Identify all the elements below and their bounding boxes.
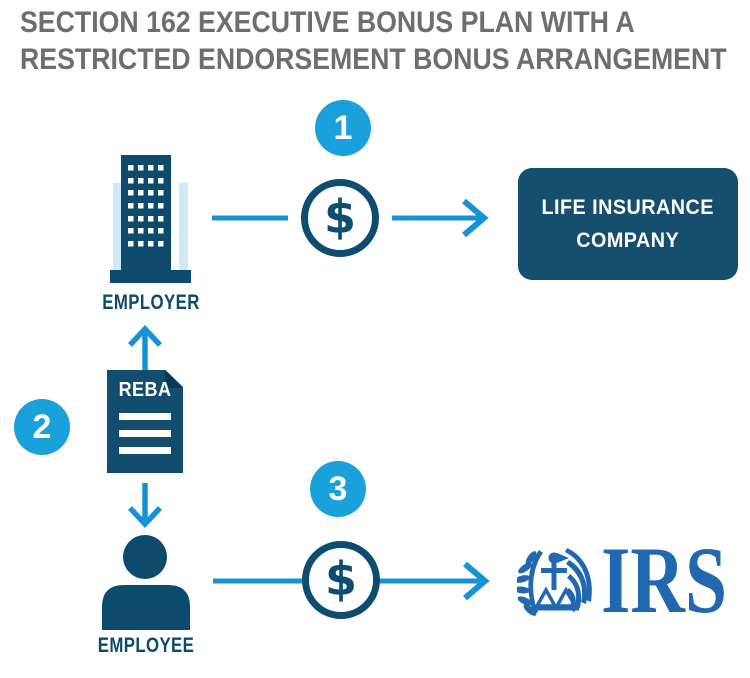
- money-tile: $: [288, 166, 392, 270]
- employer-label: EMPLOYER: [102, 291, 200, 314]
- irs-wordmark: IRS: [601, 549, 727, 615]
- building-windows: [128, 165, 164, 247]
- li-label-line-2: COMPANY: [576, 228, 680, 252]
- dollar-sign-3: $: [324, 551, 357, 606]
- step-1-number: 1: [333, 108, 353, 147]
- title-line-1: SECTION 162 EXECUTIVE BONUS PLAN WITH A: [20, 6, 635, 39]
- office-building-icon: [110, 155, 191, 283]
- dollar-sign-1: $: [323, 189, 356, 244]
- dollar-circle-icon-3: $: [302, 541, 380, 619]
- reba-label: REBA: [118, 379, 172, 401]
- employee-label: EMPLOYEE: [97, 634, 195, 657]
- reba-document-icon: REBA: [107, 370, 183, 473]
- step-3-badge: 3: [310, 461, 366, 517]
- document-text-line: [119, 430, 171, 437]
- step-3-number: 3: [328, 469, 348, 508]
- dollar-circle-icon-1: $: [301, 179, 379, 257]
- irs-eagle-emblem-icon: [517, 548, 592, 616]
- person-icon: [102, 535, 190, 630]
- irs-logo: IRS: [601, 549, 727, 615]
- document-text-line: [119, 413, 171, 420]
- life-insurance-company-label: LIFE INSURANCE COMPANY: [542, 191, 714, 257]
- document-text-line: [119, 447, 171, 454]
- arrow-reba-to-employer-icon: [127, 324, 163, 370]
- title-line-2: RESTRICTED ENDORSEMENT BONUS ARRANGEMENT: [20, 43, 727, 76]
- li-label-line-1: LIFE INSURANCE: [541, 195, 715, 219]
- arrow-reba-to-employee-icon: [127, 483, 163, 529]
- step-1-badge: 1: [315, 100, 371, 156]
- diagram-title: SECTION 162 EXECUTIVE BONUS PLAN WITH A …: [20, 4, 727, 78]
- life-insurance-company-box: LIFE INSURANCE COMPANY: [518, 168, 738, 280]
- step-2-badge: 2: [14, 399, 70, 455]
- step-2-number: 2: [32, 407, 52, 446]
